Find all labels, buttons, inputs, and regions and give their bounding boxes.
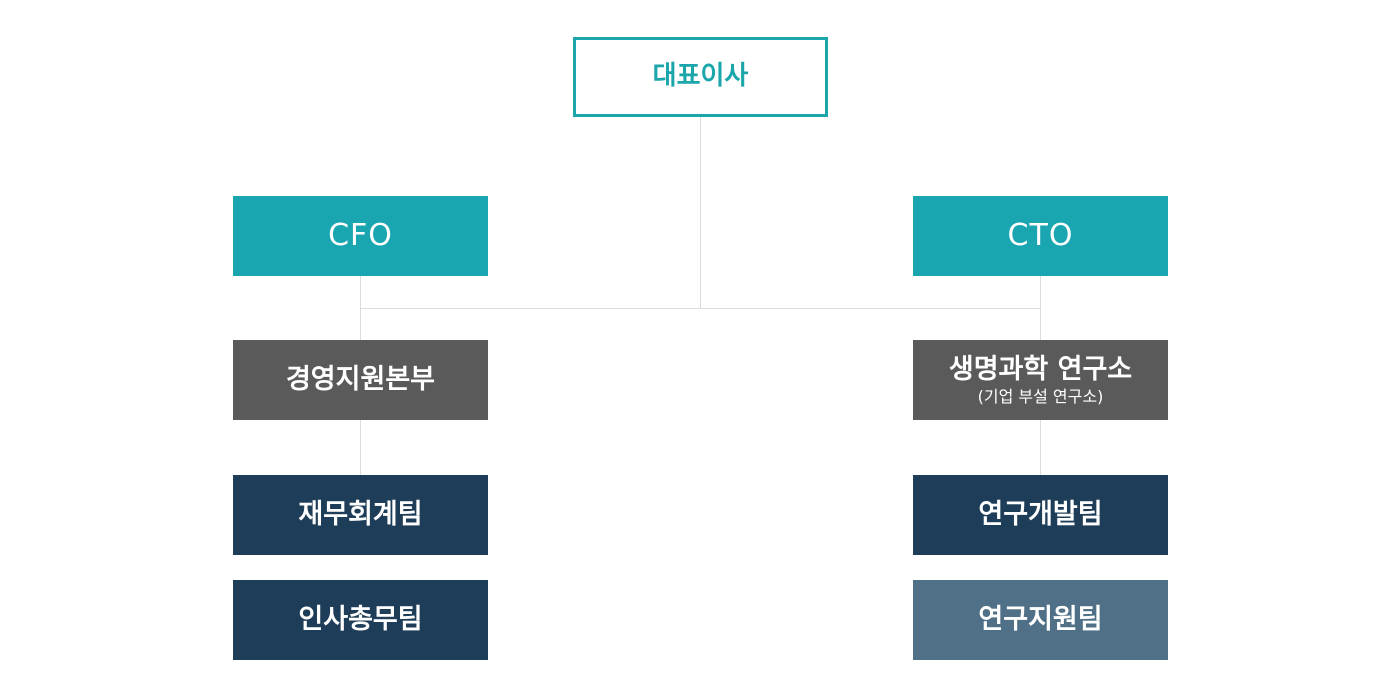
rnd-team-label: 연구개발팀	[978, 499, 1103, 531]
connector-management-to-finance	[360, 419, 361, 475]
connector-ceo-down	[700, 116, 701, 308]
hr-team-label: 인사총무팀	[298, 604, 423, 636]
ceo-label: 대표이사	[652, 61, 749, 92]
cfo-label: CFO	[328, 217, 393, 253]
finance-team-box: 재무회계팀	[233, 475, 488, 555]
hr-team-box: 인사총무팀	[233, 580, 488, 660]
cto-label: CTO	[1007, 217, 1074, 253]
rnd-team-box: 연구개발팀	[913, 475, 1168, 555]
life-science-lab-label: 생명과학 연구소	[948, 353, 1133, 385]
cfo-box: CFO	[233, 196, 488, 276]
life-science-lab-sublabel: (기업 부설 연구소)	[977, 386, 1104, 406]
research-support-team-box: 연구지원팀	[913, 580, 1168, 660]
ceo-box: 대표이사	[573, 37, 828, 117]
cto-box: CTO	[913, 196, 1168, 276]
management-hq-label: 경영지원본부	[285, 364, 436, 396]
connector-lab-to-rnd	[1040, 419, 1041, 475]
life-science-lab-box: 생명과학 연구소 (기업 부설 연구소)	[913, 340, 1168, 420]
connector-cto-down	[1040, 275, 1041, 340]
research-support-team-label: 연구지원팀	[978, 604, 1103, 636]
connector-cfo-down	[360, 275, 361, 340]
management-hq-box: 경영지원본부	[233, 340, 488, 420]
finance-team-label: 재무회계팀	[298, 499, 423, 531]
connector-horizontal	[360, 308, 1041, 309]
